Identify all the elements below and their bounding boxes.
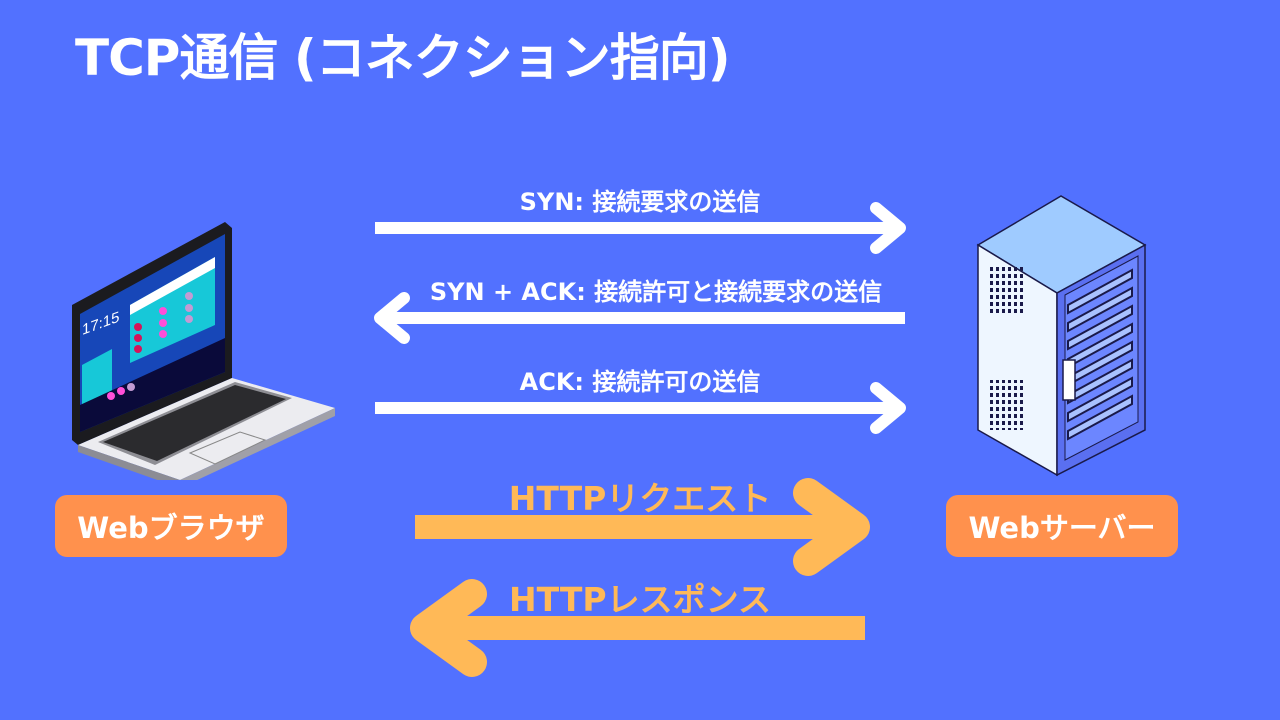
syn-arrow	[375, 202, 906, 254]
http-response-arrow	[410, 579, 865, 677]
syn-ack-arrow	[374, 292, 905, 344]
laptop-icon: 17:15	[72, 222, 335, 480]
syn-ack-label: SYN + ACK: 接続許可と接続要求の送信	[429, 278, 883, 306]
web-server-label: Webサーバー	[946, 495, 1178, 557]
server-rack-icon	[976, 195, 1147, 477]
http-response-label: HTTPレスポンス	[509, 580, 771, 619]
http-request-arrow	[415, 478, 870, 576]
syn-label: SYN: 接続要求の送信	[519, 188, 761, 216]
ack-label: ACK: 接続許可の送信	[519, 368, 761, 396]
ack-arrow	[375, 382, 906, 434]
http-request-label: HTTPリクエスト	[508, 479, 772, 518]
web-browser-label: Webブラウザ	[55, 495, 287, 557]
page-title: TCP通信 (コネクション指向)	[75, 29, 731, 87]
